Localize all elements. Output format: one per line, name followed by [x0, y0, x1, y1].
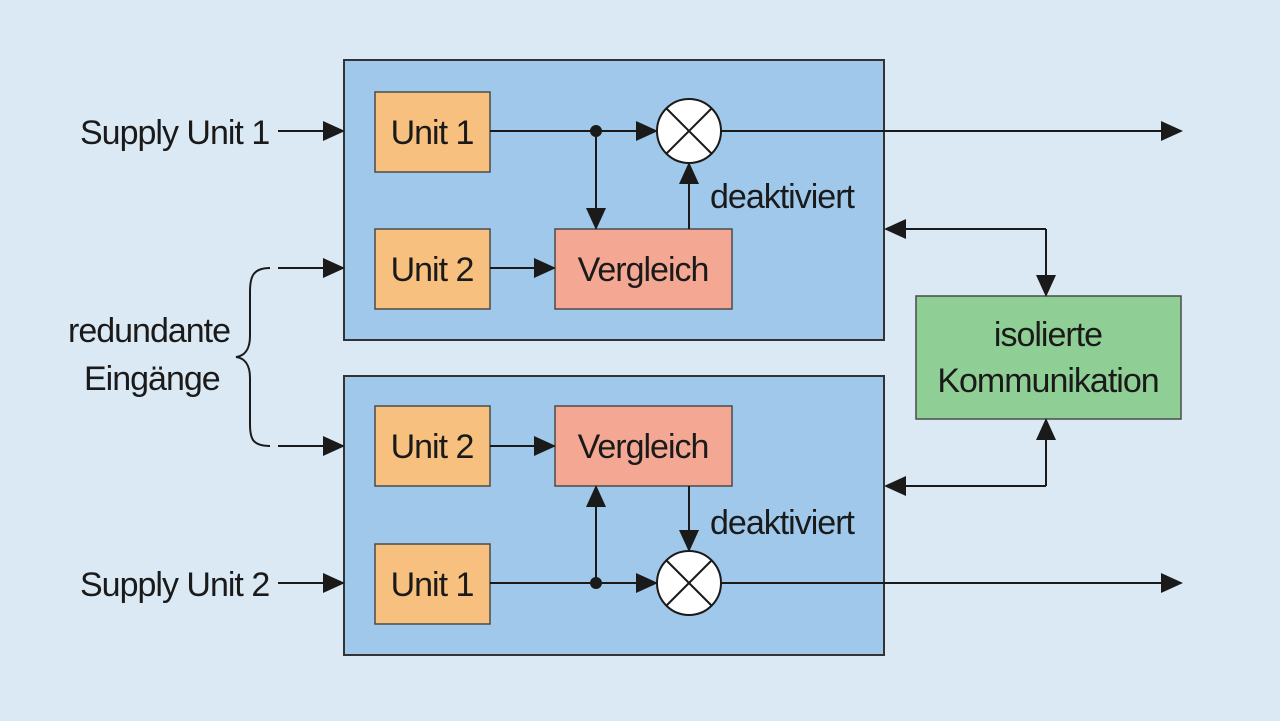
upper-compare-box: [554, 228, 733, 310]
upper-unit-top-label: Unit 1: [391, 114, 474, 152]
redundant-inputs-brace: [235, 267, 271, 447]
upper-unit-bottom-label: Unit 2: [391, 251, 474, 289]
communication-label-line1: isolierte: [994, 316, 1102, 354]
lower-unit-bottom-label: Unit 1: [391, 566, 474, 604]
lower-deactivated-label: deaktiviert: [710, 504, 856, 542]
supply-unit-2-label: Supply Unit 2: [80, 566, 269, 604]
upper-unit-bottom-box: [374, 228, 491, 310]
communication-box: [915, 295, 1182, 420]
lower-unit-top-label: Unit 2: [391, 428, 474, 466]
lower-compare-box: [554, 405, 733, 487]
supply-unit-1-label: Supply Unit 1: [80, 114, 269, 152]
lower-multiplier-icon: [656, 550, 722, 616]
upper-multiplier-icon: [656, 98, 722, 164]
redundant-inputs-label-line1: redundante: [68, 312, 230, 350]
upper-compare-label: Vergleich: [578, 251, 709, 289]
lower-unit-bottom-box: [374, 543, 491, 625]
redundant-inputs-label-line2: Eingänge: [84, 360, 220, 398]
lower-compare-label: Vergleich: [578, 428, 709, 466]
communication-label-line2: Kommunikation: [937, 362, 1158, 400]
upper-unit-top-box: [374, 91, 491, 173]
upper-deactivated-label: deaktiviert: [710, 178, 856, 216]
